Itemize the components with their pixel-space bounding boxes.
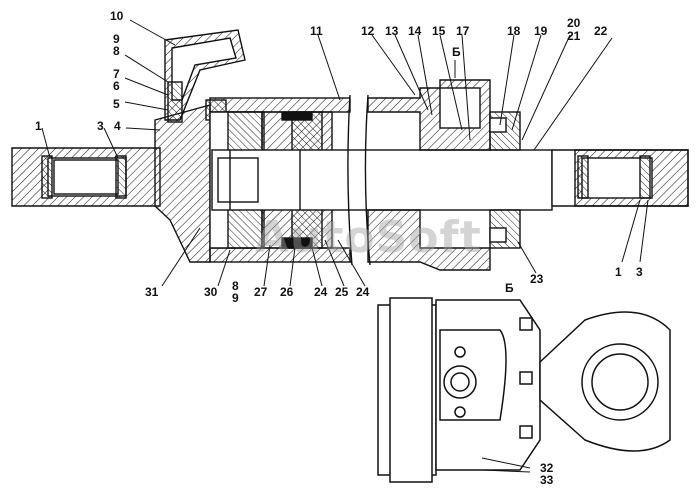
callout-1-left: 1 <box>35 119 42 133</box>
leader-lines <box>41 19 649 473</box>
callout-5: 5 <box>113 97 120 111</box>
callout-3-left: 3 <box>97 119 104 133</box>
callout-8: 8 <box>113 44 120 58</box>
callout-18: 18 <box>507 24 521 38</box>
callout-6: 6 <box>113 79 120 93</box>
callout-12: 12 <box>361 24 375 38</box>
right-eye-section <box>551 149 689 207</box>
callout-17: 17 <box>456 24 470 38</box>
callout-21: 21 <box>567 29 581 43</box>
view-b-arrow-label: Б <box>452 45 461 59</box>
callout-11: 11 <box>310 24 323 38</box>
callout-13: 13 <box>385 24 399 38</box>
callout-14: 14 <box>408 24 422 38</box>
callout-23: 23 <box>530 272 544 286</box>
callout-9: 9 <box>113 32 120 46</box>
watermark: AutoSoft <box>255 212 482 263</box>
callout-10: 10 <box>110 9 124 23</box>
callout-8-bottom: 8 <box>232 279 239 293</box>
callout-4: 4 <box>114 119 121 133</box>
callout-24-b: 24 <box>356 285 370 299</box>
callout-1-right: 1 <box>615 265 622 279</box>
callout-25: 25 <box>335 285 349 299</box>
callout-33: 33 <box>540 473 554 487</box>
callout-7: 7 <box>113 67 120 81</box>
callout-26: 26 <box>280 285 294 299</box>
piston-rod <box>211 149 553 211</box>
callout-9-bottom: 9 <box>232 291 239 305</box>
callout-27: 27 <box>254 285 268 299</box>
callout-32: 32 <box>540 461 554 475</box>
left-eye-section <box>11 147 161 207</box>
callout-19: 19 <box>534 24 548 38</box>
view-b-end <box>377 297 671 483</box>
callout-22: 22 <box>594 24 608 38</box>
callout-31: 31 <box>145 285 159 299</box>
callout-3-right: 3 <box>636 265 643 279</box>
callout-30: 30 <box>204 285 218 299</box>
callout-24-a: 24 <box>314 285 328 299</box>
section-mark-b: Б <box>505 281 514 295</box>
callout-15: 15 <box>432 24 446 38</box>
callout-20: 20 <box>567 16 581 30</box>
